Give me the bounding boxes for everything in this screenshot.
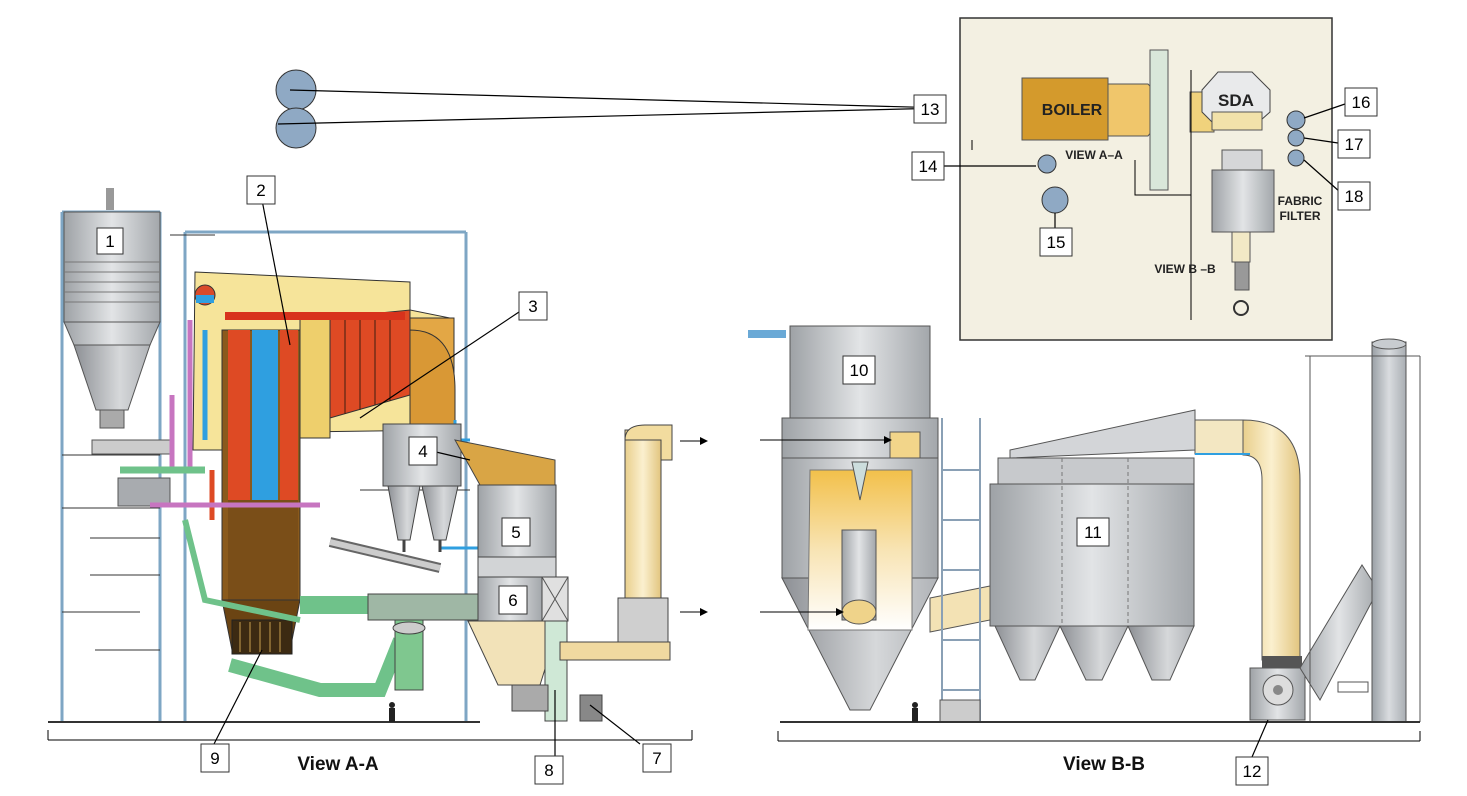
callout-3: 3	[528, 297, 537, 316]
callout-16: 16	[1352, 93, 1371, 112]
callout-12: 12	[1243, 762, 1262, 781]
inset-sda-label: SDA	[1218, 91, 1254, 110]
callout-5: 5	[511, 523, 520, 542]
view-a-title: View A-A	[297, 754, 379, 775]
access-stair-tower	[941, 418, 981, 722]
callout-17: 17	[1345, 135, 1364, 154]
callout-leaders	[213, 89, 1346, 758]
outlet-ducting-a	[559, 424, 708, 661]
person-scale-figure-a	[389, 702, 395, 722]
furnace-shaft	[194, 284, 301, 655]
callout-7: 7	[652, 749, 661, 768]
callout-11: 11	[1084, 523, 1102, 542]
inset-fabric-label: FABRIC	[1278, 194, 1323, 208]
callout-2: 2	[256, 181, 265, 200]
fuel-silo	[63, 188, 173, 507]
plan-view-inset	[275, 17, 1333, 341]
callout-14: 14	[919, 157, 938, 176]
inset-labels: BOILER SDA VIEW A–A VIEW B –B FABRIC FIL…	[1042, 91, 1323, 276]
callout-labels: 1 2 3 4 5 6 7 8 9 10 11 12 13 14 15 16 1…	[105, 93, 1370, 781]
callout-15: 15	[1047, 233, 1066, 252]
inset-view-b-label: VIEW B –B	[1154, 262, 1216, 276]
inset-boiler-label: BOILER	[1042, 102, 1103, 119]
outlet-duct-b	[1194, 419, 1301, 661]
view-b-b-drawing	[748, 325, 1421, 742]
callout-boxes	[96, 87, 1378, 786]
callout-6: 6	[508, 591, 517, 610]
callout-9: 9	[210, 749, 219, 768]
view-a-a-drawing	[47, 188, 708, 741]
inset-boiler-block	[1021, 77, 1109, 141]
cyclone-separators	[328, 423, 462, 573]
callout-18: 18	[1345, 187, 1364, 206]
callout-10: 10	[850, 361, 869, 380]
spray-dryer-absorber	[748, 325, 939, 711]
callout-4: 4	[418, 442, 427, 461]
callout-13: 13	[921, 100, 940, 119]
fabric-filter	[939, 409, 1196, 723]
stack	[1371, 338, 1407, 723]
economizer-and-air-heater	[454, 439, 603, 722]
superheater-panels	[225, 309, 411, 439]
callout-8: 8	[544, 761, 553, 780]
primary-air-duct	[367, 593, 479, 621]
view-b-title: View B-B	[1063, 754, 1145, 775]
callout-1: 1	[105, 232, 114, 251]
inset-view-a-label: VIEW A–A	[1065, 148, 1123, 162]
inset-filter-label: FILTER	[1279, 209, 1320, 223]
person-scale-figure-b	[912, 702, 918, 722]
